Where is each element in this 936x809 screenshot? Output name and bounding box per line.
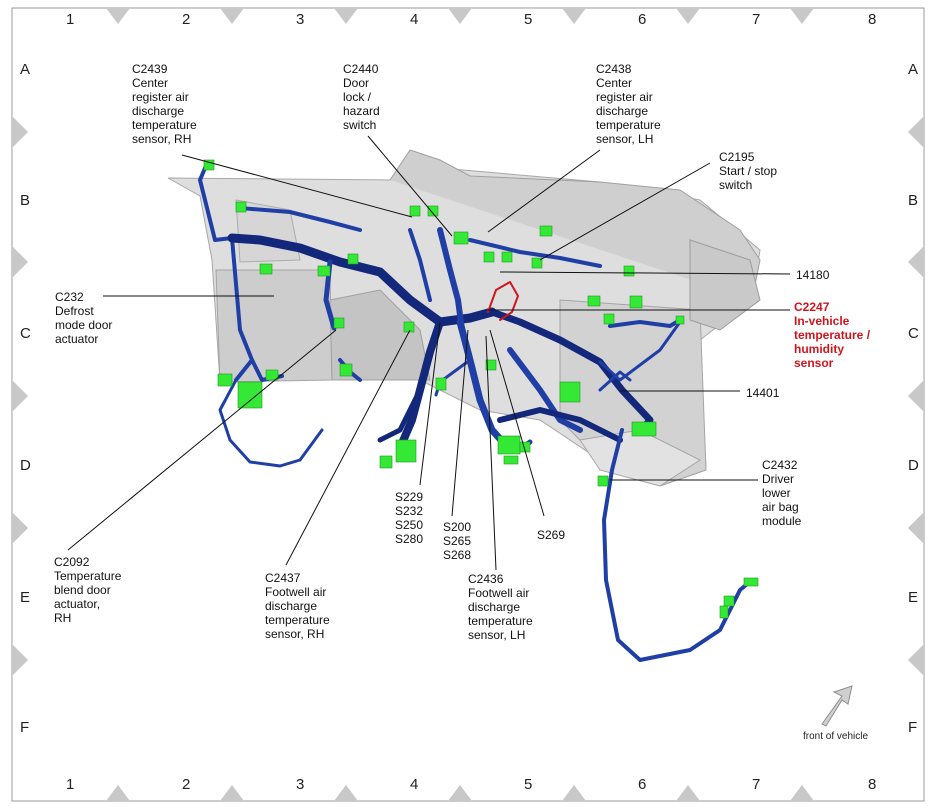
grid-row-left-e: E: [20, 589, 31, 606]
callout-s229-group: S229 S232 S250 S280: [395, 490, 424, 546]
grid-col-bottom-1: 1: [66, 776, 75, 793]
callout-14401: 14401: [746, 386, 780, 400]
grid-col-top-3: 3: [296, 11, 305, 28]
callout-s269: S269: [537, 528, 566, 542]
front-of-vehicle-label: front of vehicle: [803, 731, 869, 742]
grid-col-top-8: 8: [868, 11, 877, 28]
grid-row-right-d: D: [908, 457, 919, 474]
grid-row-right-e: E: [908, 589, 919, 606]
grid-col-bottom-7: 7: [752, 776, 761, 793]
grid-row-left-a: A: [20, 61, 31, 78]
grid-col-top-7: 7: [752, 11, 761, 28]
callout-c2438: C2438 Center register air discharge temp…: [596, 62, 661, 146]
front-arrow-icon: [821, 685, 853, 727]
callout-14180: 14180: [796, 268, 830, 282]
leader-lines: [67, 135, 791, 571]
callout-c2436: C2436 Footwell air discharge temperature…: [468, 572, 533, 642]
grid-row-right-a: A: [908, 61, 919, 78]
grid-col-bottom-2: 2: [182, 776, 191, 793]
grid-row-left-d: D: [20, 457, 31, 474]
grid-col-bottom-6: 6: [638, 776, 647, 793]
grid-col-top-2: 2: [182, 11, 191, 28]
grid-row-right-c: C: [908, 325, 919, 342]
grid-col-top-4: 4: [410, 11, 419, 28]
grid-col-top-5: 5: [524, 11, 533, 28]
frame-markers: [12, 8, 924, 801]
callout-c2440: C2440 Door lock / hazard switch: [343, 62, 380, 132]
grid-row-right-b: B: [908, 192, 919, 209]
grid-col-bottom-5: 5: [524, 776, 533, 793]
wiring-harness: [198, 166, 754, 662]
grid-row-left-f: F: [20, 719, 30, 736]
callout-c2247: C2247 In-vehicle temperature / humidity …: [794, 300, 871, 370]
callout-c2437: C2437 Footwell air discharge temperature…: [265, 571, 330, 641]
grid-row-left-c: C: [20, 325, 31, 342]
grid-col-bottom-4: 4: [410, 776, 419, 793]
grid-row-right-f: F: [908, 719, 918, 736]
callout-c2092: C2092 Temperature blend door actuator, R…: [54, 555, 122, 625]
grid-col-bottom-8: 8: [868, 776, 877, 793]
callout-c2195: C2195 Start / stop switch: [719, 150, 778, 192]
callout-c232: C232 Defrost mode door actuator: [55, 290, 113, 346]
grid-row-left-b: B: [20, 192, 31, 209]
callout-c2439: C2439 Center register air discharge temp…: [132, 62, 197, 146]
grid-col-top-1: 1: [66, 11, 75, 28]
connectors: [203, 159, 759, 619]
grid-col-bottom-3: 3: [296, 776, 305, 793]
grid-col-top-6: 6: [638, 11, 647, 28]
callout-c2432: C2432 Driver lower air bag module: [762, 458, 802, 528]
callout-s200-group: S200 S265 S268: [443, 520, 472, 562]
